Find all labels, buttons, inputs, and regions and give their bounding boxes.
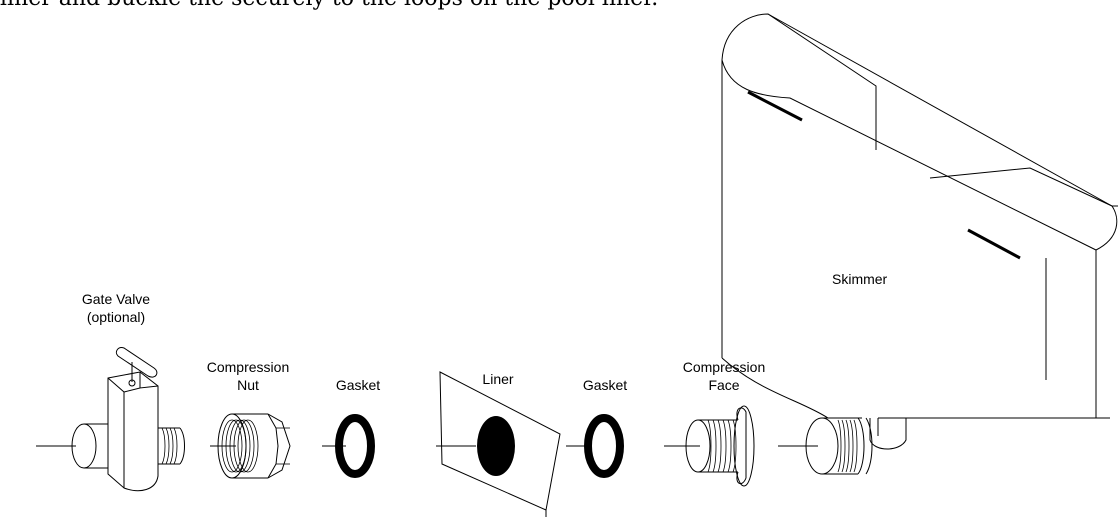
compression-nut-label-2: Nut: [237, 377, 259, 393]
compression-face-label-2: Face: [708, 377, 739, 393]
compression-nut: Compression Nut: [207, 359, 291, 479]
liner: Liner: [439, 371, 561, 517]
skimmer-fitting: [805, 417, 873, 475]
liner-label: Liner: [482, 371, 513, 387]
compression-face: Compression Face: [683, 359, 765, 487]
compression-nut-label: Compression: [207, 359, 289, 375]
instruction-text: liner and buckle the securely to the loo…: [0, 0, 760, 11]
skimmer-body: Skimmer: [721, 13, 1118, 450]
gasket-right: Gasket: [583, 377, 627, 478]
gasket-left-label: Gasket: [336, 377, 380, 393]
compression-face-label: Compression: [683, 359, 765, 375]
gate-valve-label: Gate Valve: [82, 291, 150, 307]
gate-valve-optional-label: (optional): [87, 309, 145, 325]
skimmer-label: Skimmer: [832, 271, 888, 287]
gasket-left: Gasket: [335, 377, 380, 478]
gasket-right-label: Gasket: [583, 377, 627, 393]
gate-valve: Gate Valve (optional): [71, 291, 185, 492]
